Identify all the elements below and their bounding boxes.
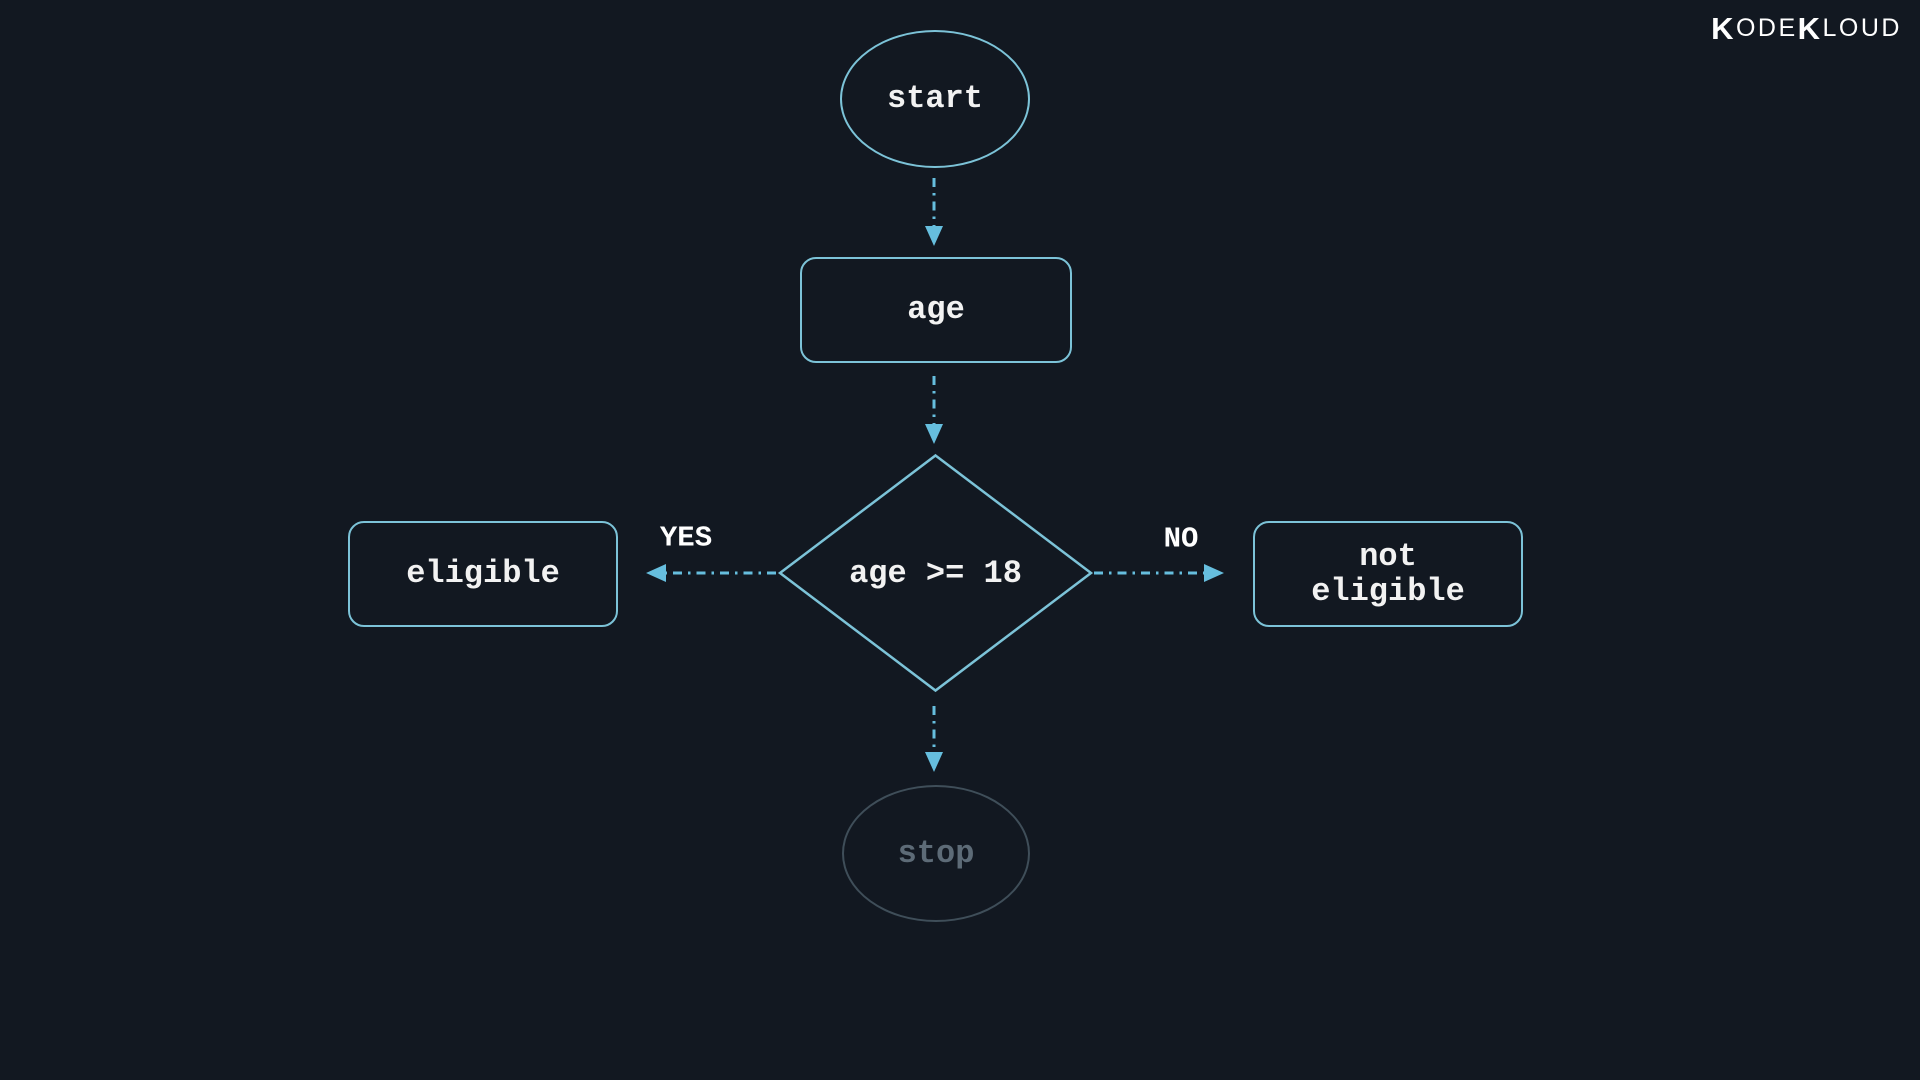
diamond-outline: [777, 453, 1094, 693]
edge-age-decision-arrowhead: [925, 424, 943, 444]
node-start: start: [840, 30, 1030, 168]
node-age: age: [800, 257, 1072, 363]
node-stop-label: stop: [897, 834, 975, 872]
node-not-eligible: not eligible: [1253, 521, 1523, 627]
node-eligible-label: eligible: [406, 555, 560, 593]
node-eligible: eligible: [348, 521, 618, 627]
node-stop: stop: [842, 785, 1030, 922]
logo-text-part: ODE: [1735, 14, 1798, 42]
logo-letter-k: K: [1711, 11, 1736, 46]
node-not-eligible-label: not eligible: [1311, 537, 1465, 610]
edge-decision-noteligible-arrowhead: [1204, 564, 1224, 582]
node-decision-label: age >= 18: [849, 554, 1022, 592]
logo-letter-k: K: [1797, 11, 1823, 46]
edge-label-yes: YES: [659, 521, 713, 555]
node-age-label: age: [907, 291, 965, 329]
edge-decision-eligible-arrowhead: [646, 564, 666, 582]
node-start-label: start: [886, 80, 983, 118]
logo-text-part: LOUD: [1822, 14, 1902, 42]
decision-diamond-shape: [777, 453, 1094, 693]
edge-decision-stop-arrowhead: [925, 752, 943, 772]
edge-label-no: NO: [1163, 522, 1199, 556]
node-decision: age >= 18: [777, 453, 1094, 693]
edge-start-age-arrowhead: [925, 226, 943, 246]
